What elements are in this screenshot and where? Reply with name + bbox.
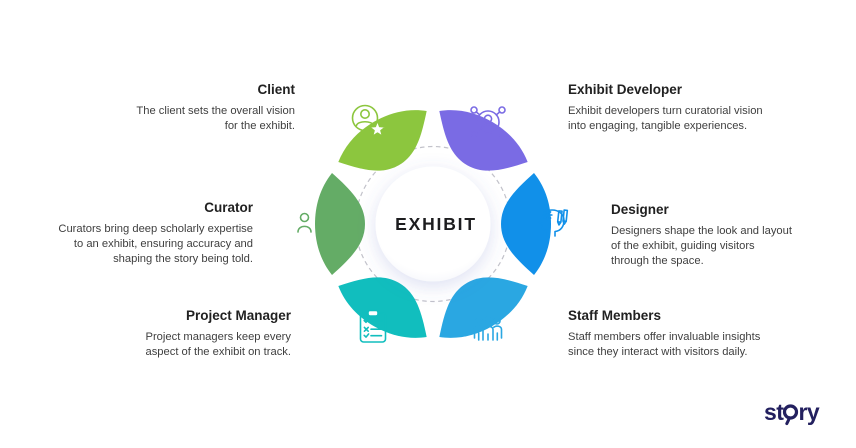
- hub-label: EXHIBIT: [395, 214, 477, 234]
- hub-circle: [375, 166, 491, 282]
- role-block-project-manager: Project Manager Project managers keep ev…: [71, 308, 291, 360]
- role-title: Designer: [611, 202, 669, 217]
- person-with-artifact-icon: [297, 210, 329, 233]
- role-title: Exhibit Developer: [568, 82, 683, 97]
- role-title: Curator: [204, 200, 253, 215]
- head-gear-pencils-icon: [538, 209, 569, 237]
- role-block-exhibit-developer: Exhibit Developer Exhibit developers tur…: [568, 82, 798, 134]
- brand-logo[interactable]: st ry: [764, 398, 820, 427]
- exhibit-cycle-diagram: EXHIBIT: [297, 96, 569, 352]
- role-description: The client sets the overall vision for t…: [136, 105, 295, 132]
- role-description: Project managers keep every aspect of th…: [145, 331, 291, 358]
- role-title: Client: [257, 82, 295, 97]
- logo-q-mark: [783, 404, 799, 426]
- people-group-icon: [473, 314, 503, 341]
- role-description: Designers shape the look and layout of t…: [611, 225, 792, 267]
- role-block-staff-members: Staff Members Staff members offer invalu…: [568, 308, 798, 360]
- role-block-designer: Designer Designers shape the look and la…: [611, 202, 831, 269]
- person-with-star-icon: [351, 104, 387, 138]
- role-description: Staff members offer invaluable insights …: [568, 331, 761, 358]
- logo-text-start: st: [764, 399, 784, 425]
- role-description: Exhibit developers turn curatorial visio…: [568, 105, 763, 132]
- role-title: Project Manager: [185, 308, 291, 323]
- role-description: Curators bring deep scholarly expertise …: [58, 223, 253, 265]
- checklist-clipboard-icon: [359, 309, 387, 343]
- chevron-designer: [501, 173, 551, 275]
- chevron-curator: [315, 173, 365, 275]
- role-block-curator: Curator Curators bring deep scholarly ex…: [33, 200, 253, 267]
- role-title: Staff Members: [568, 308, 662, 323]
- role-block-client: Client The client sets the overall visio…: [75, 82, 295, 134]
- logo-text-end: ry: [798, 399, 820, 425]
- networked-person-icon: [470, 106, 506, 138]
